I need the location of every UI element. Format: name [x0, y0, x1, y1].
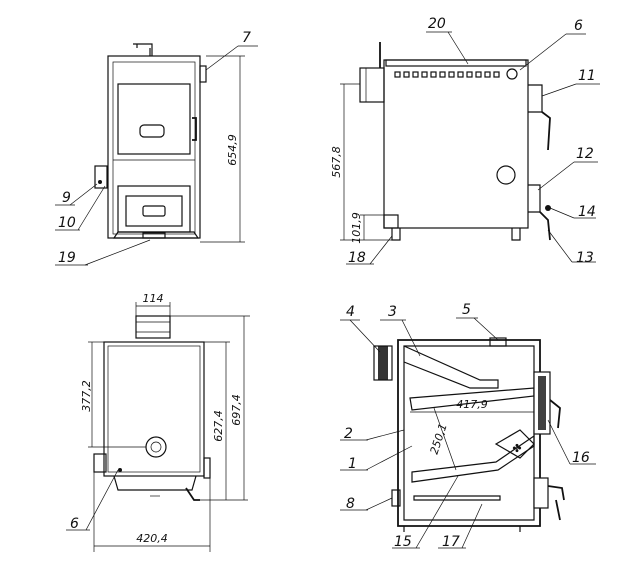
side-height-dimension: 567,8 — [330, 83, 392, 241]
section-baffle — [403, 345, 499, 389]
callout-3: 3 — [388, 304, 397, 320]
side-feet — [391, 228, 521, 241]
front-top-pipe — [133, 43, 153, 56]
callout-11: 11 — [578, 68, 596, 84]
rear-width-label: 420,4 — [136, 532, 168, 545]
side-height-label: 567,8 — [330, 146, 343, 178]
rear-height-b-dimension: 697,4 — [170, 315, 250, 500]
callout-10: 10 — [58, 215, 76, 231]
side-door-handle-12 — [528, 184, 541, 213]
section-lower-door — [533, 477, 549, 509]
rear-height-b-label: 697,4 — [230, 394, 243, 426]
callout-20: 20 — [428, 16, 446, 32]
front-base — [112, 231, 200, 239]
rear-body — [103, 341, 205, 477]
rear-side-sensor — [93, 453, 107, 473]
callout-14: 14 — [578, 204, 596, 220]
callout-15: 15 — [394, 534, 412, 550]
side-flue-pipe — [359, 67, 385, 103]
side-view: 567,8 101,9 20 6 11 12 14 13 — [330, 16, 600, 266]
front-ash-window — [142, 205, 166, 217]
section-width-dimension: 417,9 — [410, 398, 534, 413]
callout-6-rear: 6 — [70, 516, 79, 532]
side-low-dimension: 101,9 — [350, 212, 384, 244]
side-door-lever-11 — [541, 111, 551, 151]
front-body — [107, 55, 201, 239]
side-door-lever-13 — [539, 211, 551, 241]
rear-flue-height-dimension: 377,2 — [80, 341, 146, 448]
section-height-label: 250,1 — [428, 422, 450, 456]
rear-width-dimension: 420,4 — [93, 472, 211, 552]
section-view: ✤ 417,9 250,1 4 3 5 2 — [340, 302, 596, 550]
section-top-lid — [489, 337, 507, 347]
callout-7: 7 — [242, 30, 251, 46]
side-body — [383, 59, 529, 229]
section-firebox-mark: ✤ — [512, 442, 521, 455]
section-outer-shell — [397, 339, 541, 527]
section-width-label: 417,9 — [456, 398, 488, 411]
callout-13: 13 — [576, 250, 594, 266]
side-low-label: 101,9 — [350, 212, 363, 244]
section-flue-plate — [411, 434, 535, 483]
rear-right-stub — [203, 457, 211, 479]
callout-8: 8 — [346, 496, 355, 512]
section-height-dimension: 250,1 — [428, 407, 457, 471]
section-lower-door-lever — [547, 485, 565, 521]
rear-flue-dimension: 114 — [135, 292, 171, 316]
callout-16: 16 — [572, 450, 590, 466]
callout-12: 12 — [576, 146, 594, 162]
front-upper-door — [117, 83, 191, 155]
rear-bottom — [113, 475, 197, 491]
callout-18: 18 — [348, 250, 366, 266]
front-body-inner — [112, 61, 196, 235]
rear-round-outlet — [145, 436, 167, 458]
side-door-handle-11 — [528, 84, 543, 113]
front-handle — [199, 65, 207, 83]
rear-flue — [135, 315, 171, 339]
section-firebox — [494, 429, 535, 459]
front-side-unit-dot — [98, 180, 102, 184]
rear-flue-height-label: 377,2 — [80, 380, 93, 412]
front-ash-door — [125, 195, 183, 227]
side-top-plate — [385, 59, 527, 67]
side-round-port — [496, 165, 516, 185]
side-knob-14 — [545, 205, 551, 211]
rear-height-a-label: 627,4 — [212, 410, 225, 442]
front-door-hinge — [192, 117, 197, 141]
front-grate-label — [142, 232, 166, 239]
rear-view: 114 377,2 627,4 697,4 420,4 — [66, 292, 250, 552]
front-upper-door-window — [139, 124, 165, 138]
section-upper-door-lever — [549, 399, 561, 429]
callout-1: 1 — [348, 456, 357, 472]
callout-4: 4 — [346, 304, 355, 320]
side-sensor — [506, 68, 518, 80]
callout-5: 5 — [462, 302, 471, 318]
callout-6-side: 6 — [574, 18, 583, 34]
front-height-label: 654,9 — [226, 134, 239, 166]
rear-body-inner — [107, 345, 201, 473]
callout-9: 9 — [62, 190, 71, 206]
section-ash-slot — [413, 495, 501, 501]
rear-flue-width-label: 114 — [143, 292, 164, 305]
callout-19: 19 — [58, 250, 76, 266]
front-view: 654,9 7 9 10 19 — [55, 30, 258, 266]
callout-17: 17 — [442, 534, 460, 550]
rear-bottom-foot — [185, 487, 200, 501]
rear-height-a-dimension: 627,4 — [200, 341, 248, 501]
side-vent-holes — [394, 71, 500, 78]
front-side-unit — [94, 165, 108, 189]
callout-2: 2 — [344, 426, 353, 442]
front-lower-door — [117, 185, 191, 233]
side-bottom-shelf — [383, 214, 399, 229]
front-height-dimension: 654,9 — [200, 55, 245, 243]
